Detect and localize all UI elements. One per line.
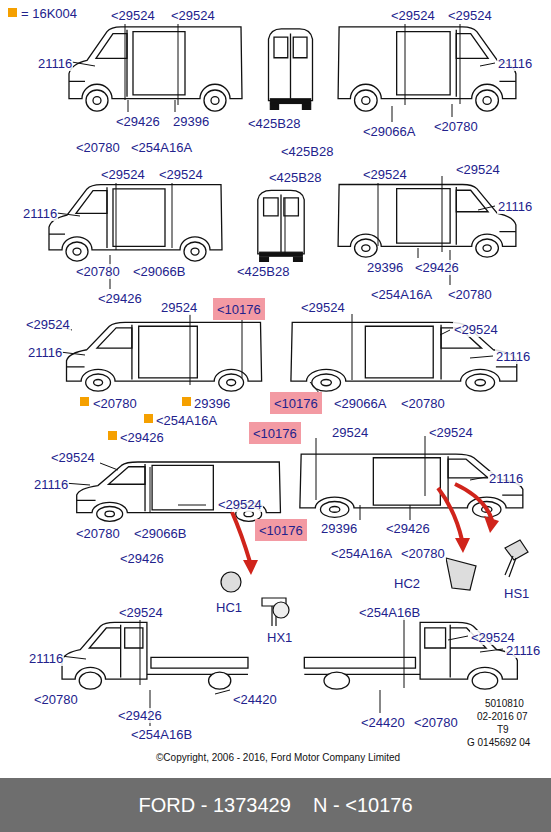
callout-number: <425B28 — [236, 264, 290, 279]
callout-number: <29524 — [362, 167, 408, 182]
highlight-box: <10176 — [255, 519, 307, 541]
callout-number: <24420 — [360, 715, 406, 730]
callout-number: <29066B — [133, 526, 187, 541]
callout-number: <254A16A — [370, 287, 433, 302]
callout-number: <29524 — [453, 322, 499, 337]
callout-number: <254A16B — [358, 605, 421, 620]
callout-number: 21116 — [488, 471, 524, 486]
callout-number: <29066B — [132, 264, 186, 279]
callout-number: 21116 — [27, 345, 63, 360]
callout-number: <29524 — [428, 425, 474, 440]
callout-number: 21116 — [497, 56, 533, 71]
callout-number: <29524 — [158, 167, 204, 182]
callout-number: <20780 — [75, 140, 121, 155]
note-text: 02-2016 07 — [476, 711, 529, 723]
callout-number: 21116 — [28, 651, 64, 666]
callout-number: <29524 — [50, 450, 96, 465]
legend-text: = 16K004 — [21, 6, 77, 21]
callout-number: <29426 — [115, 114, 161, 129]
callout-number: <29066A — [362, 124, 416, 139]
callout-number: <29524 — [390, 8, 436, 23]
highlight-box: <10176 — [249, 422, 301, 444]
callout-number: 29396 — [366, 260, 404, 275]
callout-number: <20780 — [400, 396, 446, 411]
callout-number: <10176 — [274, 396, 318, 411]
note-text: 5010810 — [484, 698, 525, 710]
callout-number: <20780 — [33, 692, 79, 707]
callout-number: 29396 — [172, 114, 210, 129]
callout-number: <20780 — [400, 546, 446, 561]
callout-number: 29524 — [160, 300, 198, 315]
legend-swatch — [8, 8, 17, 17]
note-text: ©Copyright, 2006 - 2016, Ford Motor Comp… — [155, 752, 401, 764]
callout-number: <425B28 — [268, 170, 322, 185]
callout-number: 21116 — [495, 349, 531, 364]
callout-number: <20780 — [75, 264, 121, 279]
note-text: T9 — [496, 724, 510, 736]
highlight-box: <10176 — [270, 392, 322, 414]
callout-number: <29524 — [100, 167, 146, 182]
callout-number: <29426 — [414, 260, 460, 275]
callout-number: 29396 — [320, 521, 358, 536]
highlight-box: <10176 — [213, 298, 265, 320]
callout-number: <29524 — [110, 8, 156, 23]
callout-number: 29396 — [193, 396, 231, 411]
callout-number: <254A16A — [330, 546, 393, 561]
callout-number: 21116 — [33, 477, 69, 492]
callout-number: <20780 — [75, 526, 121, 541]
callout-number: <24420 — [232, 692, 278, 707]
callout-number: <20780 — [433, 119, 479, 134]
legend: = 16K004 — [8, 6, 77, 21]
callout-number: <425B28 — [247, 116, 301, 131]
callout-number: 21116 — [497, 199, 533, 214]
callout-number: <29524 — [447, 8, 493, 23]
callout-number: <29426 — [119, 430, 165, 445]
callout-number: <29066A — [333, 396, 387, 411]
callout-number: <29524 — [217, 497, 263, 512]
callout-number: <10176 — [217, 302, 261, 317]
caption: FORD - 1373429 N - <10176 — [0, 793, 551, 817]
callout-number: 29524 — [331, 425, 369, 440]
callout-number: <29426 — [97, 291, 143, 306]
callout-number: HC2 — [393, 576, 421, 591]
callout-number: <10176 — [253, 426, 297, 441]
callout-number: <425B28 — [280, 144, 334, 159]
callout-number: <29426 — [117, 708, 163, 723]
callout-number: <10176 — [259, 523, 303, 538]
note-text: G 0145692 04 — [466, 737, 531, 749]
callout-number: <20780 — [92, 396, 138, 411]
callout-number: <254A16A — [155, 413, 218, 428]
callout-number: <29524 — [118, 605, 164, 620]
callout-number: HS1 — [503, 586, 530, 601]
callout-number: <20780 — [447, 287, 493, 302]
callout-number: <29524 — [300, 300, 346, 315]
callout-number: <20780 — [413, 715, 459, 730]
callout-number: <29524 — [25, 317, 71, 332]
callout-number: 21116 — [505, 643, 541, 658]
callout-number: <29426 — [119, 551, 165, 566]
callout-number: 21116 — [37, 56, 73, 71]
callout-number: <254A16B — [130, 727, 193, 742]
callout-number: HC1 — [215, 600, 243, 615]
callout-number: <29426 — [385, 521, 431, 536]
callout-number: <29524 — [455, 162, 501, 177]
callout-number: <254A16A — [130, 140, 193, 155]
callout-number: <29524 — [170, 8, 216, 23]
callout-number: 21116 — [22, 206, 58, 221]
callout-number: HX1 — [266, 630, 293, 645]
